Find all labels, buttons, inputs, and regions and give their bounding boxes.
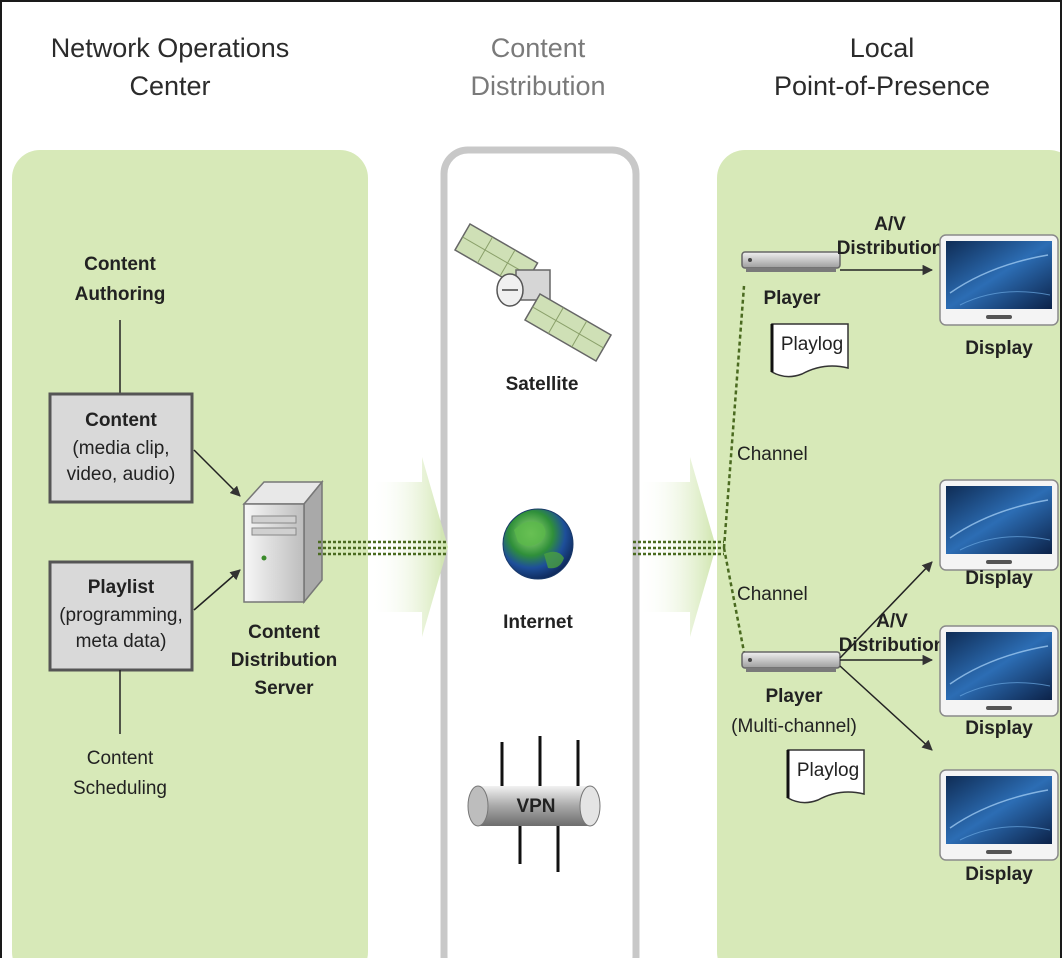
vpn-pipe-icon <box>467 736 601 872</box>
playlist-box-line2: meta data) <box>76 631 167 652</box>
heading-noc: Network Operations Center <box>51 33 290 101</box>
heading-noc-line1: Network Operations <box>51 33 290 63</box>
distribution-to-pop-link <box>633 540 724 556</box>
display-label: Display <box>965 568 1033 589</box>
content-authoring-label: Content Authoring <box>75 254 166 305</box>
server-line3: Server <box>254 678 314 699</box>
heading-pop-line2: Point-of-Presence <box>774 71 990 101</box>
heading-content-distribution: Content Distribution <box>470 33 605 101</box>
multichannel-player-icon <box>741 651 841 672</box>
playlist-box-line1: (programming, <box>59 605 183 626</box>
playlog-label-2: Playlog <box>797 760 859 781</box>
heading-cd-line2: Distribution <box>470 71 605 101</box>
channel-label-1: Channel <box>737 444 808 465</box>
player2-line2: (Multi-channel) <box>731 716 857 737</box>
globe-icon <box>502 508 574 580</box>
heading-pop: Local Point-of-Presence <box>774 33 990 101</box>
av-arrow-display2 <box>839 561 933 659</box>
playlog-label-1: Playlog <box>781 334 843 355</box>
display-label: Display <box>965 718 1033 739</box>
vpn-label: VPN <box>516 796 555 817</box>
content-box-line2: video, audio) <box>67 464 176 485</box>
display-monitor-icon <box>939 625 1059 717</box>
heading-cd-line1: Content <box>491 33 586 63</box>
server-to-distribution-link <box>318 540 447 556</box>
player-label: Player <box>763 288 821 309</box>
channel-lines <box>722 285 746 653</box>
server-label: Content Distribution Server <box>231 622 338 699</box>
display-monitor-icon <box>939 234 1059 326</box>
content-box-line1: (media clip, <box>72 438 169 459</box>
content-scheduling-label: Content Scheduling <box>73 748 167 799</box>
heading-pop-line1: Local <box>850 33 915 63</box>
av-top-line1: A/V <box>874 214 906 235</box>
channel-label-2: Channel <box>737 584 808 605</box>
av-distribution-label-bottom: A/V Distribution <box>839 611 946 656</box>
scheduling-line1: Content <box>87 748 154 769</box>
display-monitor-icon <box>939 769 1059 861</box>
content-box: Content (media clip, video, audio) <box>48 392 194 504</box>
satellite-icon <box>453 222 613 363</box>
playlist-box-title: Playlist <box>88 577 155 598</box>
content-box-title: Content <box>85 410 157 431</box>
av-top-line2: Distribution <box>837 238 944 259</box>
playlog-document-icon-2: Playlog <box>786 749 865 804</box>
authoring-line1: Content <box>84 254 156 275</box>
av-distribution-label-top: A/V Distribution <box>837 214 944 259</box>
playlist-to-server-arrow <box>193 569 241 611</box>
server-line1: Content <box>248 622 320 643</box>
server-line2: Distribution <box>231 650 338 671</box>
satellite-label: Satellite <box>506 374 579 395</box>
authoring-line2: Authoring <box>75 284 166 305</box>
content-to-server-arrow <box>193 449 241 497</box>
av-bottom-line2: Distribution <box>839 635 946 656</box>
playlist-box: Playlist (programming, meta data) <box>48 560 194 672</box>
noc-panel <box>12 150 368 958</box>
internet-label: Internet <box>503 612 573 633</box>
display-label: Display <box>965 864 1033 885</box>
server-icon <box>242 479 324 605</box>
av-bottom-line1: A/V <box>876 611 908 632</box>
scheduling-line2: Scheduling <box>73 778 167 799</box>
playlog-document-icon: Playlog <box>770 323 849 378</box>
multichannel-player-label: Player (Multi-channel) <box>731 686 857 737</box>
flow-arrow-right <box>638 457 716 637</box>
display-monitor-icon <box>939 479 1059 571</box>
heading-noc-line2: Center <box>129 71 210 101</box>
av-arrow-display4 <box>839 665 933 751</box>
display-label: Display <box>965 338 1033 359</box>
player2-line1: Player <box>765 686 823 707</box>
player-device-icon <box>741 251 841 272</box>
